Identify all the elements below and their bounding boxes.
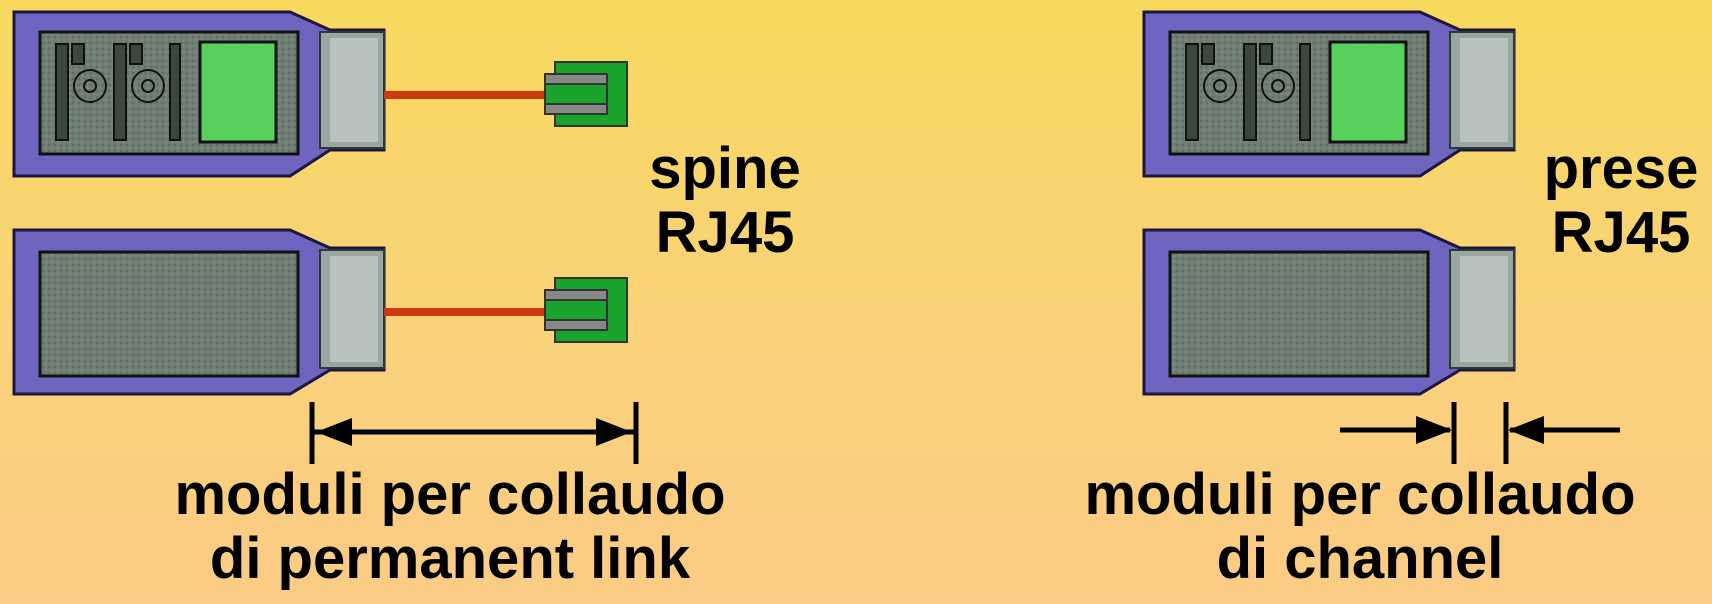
right-remote-unit-icon	[1142, 228, 1516, 396]
right-caption: moduli per collaudo di channel	[1010, 466, 1710, 588]
left-measure-arrow-icon	[309, 402, 639, 464]
right-caption-line2: di channel	[1216, 526, 1504, 591]
keypad-icon	[1185, 43, 1311, 141]
right-connector-label-line1: prese	[1543, 136, 1699, 201]
screen-icon	[1328, 40, 1408, 144]
right-connector-label-line2: RJ45	[1551, 200, 1691, 265]
right-caption-line1: moduli per collaudo	[1084, 462, 1636, 527]
right-measure-arrow-icon	[1340, 402, 1620, 464]
left-connector-label-line1: spine	[649, 136, 801, 201]
left-caption-line2: di permanent link	[209, 526, 691, 591]
keypad-icon	[55, 43, 181, 141]
left-connector-label-line2: RJ45	[655, 200, 795, 265]
left-connector-label: spine RJ45	[640, 140, 810, 262]
right-main-tester-icon	[1142, 10, 1516, 178]
left-caption-line1: moduli per collaudo	[174, 462, 726, 527]
left-remote-unit-icon	[12, 228, 386, 396]
left-main-tester-icon	[12, 10, 386, 178]
left-caption: moduli per collaudo di permanent link	[100, 466, 800, 588]
left-rj45-plug-bottom-icon	[544, 277, 628, 343]
screen-icon	[198, 40, 278, 144]
left-rj45-plug-top-icon	[544, 61, 628, 127]
right-connector-label: prese RJ45	[1530, 140, 1712, 262]
